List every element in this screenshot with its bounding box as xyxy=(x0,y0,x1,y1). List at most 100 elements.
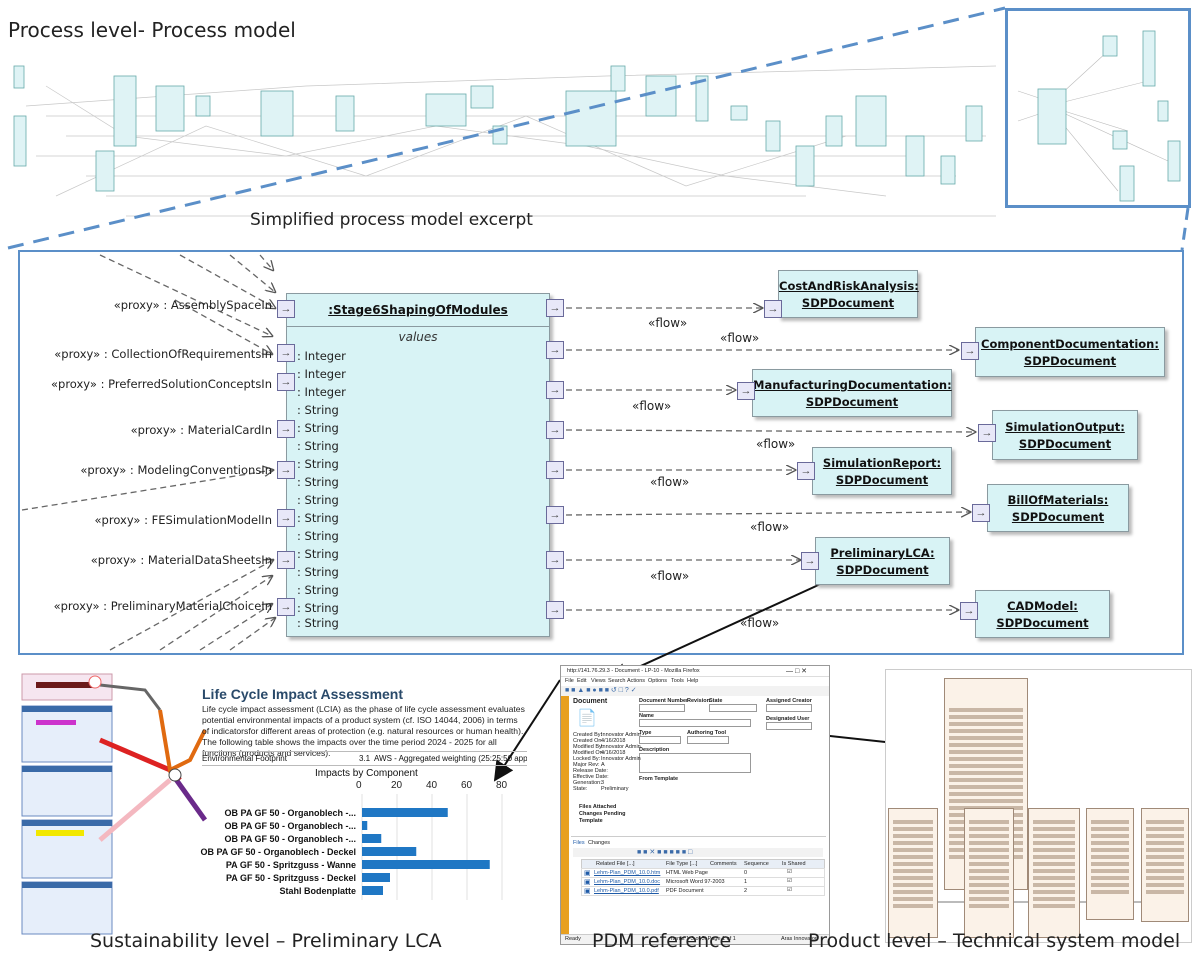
tab-files[interactable]: Files xyxy=(573,840,585,846)
menu-options[interactable]: Options xyxy=(648,678,667,684)
row-file[interactable]: Lehm-Plan_PDM_10.0.doc xyxy=(594,879,661,885)
bar[interactable] xyxy=(362,873,390,882)
chart-title: Impacts by Component xyxy=(315,768,418,779)
row-file[interactable]: Lehm-Plan_PDM_10.0.htm xyxy=(594,870,661,876)
document-name: ManufacturingDocumentation: xyxy=(753,378,952,392)
zoomed-excerpt-thumbnail xyxy=(1017,30,1181,202)
output-document[interactable]: PreliminaryLCA:SDPDocument xyxy=(815,537,950,585)
menu-actions[interactable]: Actions xyxy=(627,678,646,684)
check-template[interactable]: Template xyxy=(579,818,603,824)
assigned-creator-field[interactable] xyxy=(766,704,812,712)
shared-checkbox[interactable]: ☑ xyxy=(787,878,792,884)
x-tick-label: 40 xyxy=(426,780,438,791)
output-port[interactable]: → xyxy=(546,299,564,317)
document-number-field[interactable] xyxy=(639,704,685,712)
output-document[interactable]: SimulationReport:SDPDocument xyxy=(812,447,952,495)
col-header[interactable]: File Type [...] xyxy=(666,861,698,867)
authoring-tool-field[interactable] xyxy=(687,736,729,744)
output-document[interactable]: CADModel:SDPDocument xyxy=(975,590,1110,638)
flow-label: «flow» xyxy=(632,399,672,413)
check-files-attached[interactable]: Files Attached xyxy=(579,804,617,810)
proxy-label: «proxy» : AssemblySpaceIn xyxy=(113,298,272,312)
input-port[interactable]: → xyxy=(277,300,295,318)
input-port[interactable]: → xyxy=(277,598,295,616)
document-port[interactable]: → xyxy=(737,382,755,400)
meta-label: Locked By: xyxy=(573,756,601,762)
menu-search[interactable]: Search xyxy=(608,678,626,684)
tab-changes[interactable]: Changes xyxy=(588,840,611,846)
description-field[interactable] xyxy=(639,753,751,773)
input-port[interactable]: → xyxy=(277,461,295,479)
table-row[interactable]: ▣ Lehm-Plan_PDM_10.0.pdf PDF Document 2 … xyxy=(581,886,825,896)
designated-user-field[interactable] xyxy=(766,722,812,730)
type-field[interactable] xyxy=(639,736,681,744)
output-port[interactable]: → xyxy=(546,421,564,439)
output-port[interactable]: → xyxy=(546,381,564,399)
meta-value: Innovator Admin xyxy=(601,744,641,750)
document-name: BillOfMaterials: xyxy=(1007,493,1109,507)
document-port[interactable]: → xyxy=(764,300,782,318)
proxy-label: «proxy» : PreferredSolutionConceptsIn xyxy=(51,377,272,391)
values-compartment-label: values xyxy=(398,330,438,344)
output-document[interactable]: ComponentDocumentation:SDPDocument xyxy=(975,327,1165,377)
state-field[interactable] xyxy=(709,704,757,712)
menu-edit[interactable]: Edit xyxy=(577,678,587,684)
output-document[interactable]: SimulationOutput:SDPDocument xyxy=(992,410,1138,460)
category-label: OB PA GF 50 - Organoblech - Deckel xyxy=(200,847,356,857)
output-port[interactable]: → xyxy=(546,506,564,524)
document-port[interactable]: → xyxy=(961,342,979,360)
check-changes-pending[interactable]: Changes Pending xyxy=(579,811,626,817)
bar[interactable] xyxy=(362,834,382,843)
output-port[interactable]: → xyxy=(546,341,564,359)
shared-checkbox[interactable]: ☑ xyxy=(787,887,792,893)
menu-file[interactable]: File xyxy=(565,678,574,684)
bar[interactable] xyxy=(362,821,368,830)
output-port[interactable]: → xyxy=(546,551,564,569)
col-header[interactable]: Comments xyxy=(710,861,737,867)
row-file[interactable]: Lehm-Plan_PDM_10.0.pdf xyxy=(594,888,659,894)
document-port[interactable]: → xyxy=(801,552,819,570)
flow-label: «flow» xyxy=(650,569,690,583)
input-port[interactable]: → xyxy=(277,551,295,569)
value-type: : String xyxy=(297,493,339,507)
document-port[interactable]: → xyxy=(797,462,815,480)
files-toolbar-icons[interactable]: ■ ■ ✕ ■ ■ ■ ■ ■ □ xyxy=(637,849,693,856)
value-type: : String xyxy=(297,583,339,597)
category-label: Stahl Bodenplatte xyxy=(279,886,356,896)
window-controls-icon[interactable]: — □ ✕ xyxy=(786,668,807,675)
menu-help[interactable]: Help xyxy=(687,678,699,684)
bar[interactable] xyxy=(362,847,417,856)
stage6-block[interactable]: :Stage6ShapingOfModules values : Integer… xyxy=(286,293,550,637)
col-header[interactable]: Sequence xyxy=(744,861,769,867)
process-excerpt-frame xyxy=(18,250,1184,655)
toolbar-icons[interactable]: ■ ■ ▲ ■ ● ■ ■ ↺ □ ? ✓ xyxy=(565,687,637,694)
document-port[interactable]: → xyxy=(972,504,990,522)
output-port[interactable]: → xyxy=(546,461,564,479)
document-port[interactable]: → xyxy=(960,602,978,620)
file-icon: ▣ xyxy=(584,888,591,895)
x-tick-label: 60 xyxy=(461,780,473,791)
lca-table-row[interactable]: Environmental Footprint 3.1 AWS - Aggreg… xyxy=(202,751,527,766)
field-label: Name xyxy=(639,713,654,719)
output-document[interactable]: ManufacturingDocumentation:SDPDocument xyxy=(752,369,952,417)
pdm-window[interactable]: http://141.76.29.3 - Document - LP-10 - … xyxy=(560,665,830,945)
col-header[interactable]: Related File [...] xyxy=(596,861,635,867)
value-type: : String xyxy=(297,565,339,579)
col-header[interactable]: Is Shared xyxy=(782,861,806,867)
bar[interactable] xyxy=(362,886,383,895)
output-document[interactable]: BillOfMaterials:SDPDocument xyxy=(987,484,1129,532)
shared-checkbox[interactable]: ☑ xyxy=(787,869,792,875)
output-document[interactable]: CostAndRiskAnalysis:SDPDocument xyxy=(778,270,919,318)
input-port[interactable]: → xyxy=(277,420,295,438)
bar[interactable] xyxy=(362,860,490,869)
input-port[interactable]: → xyxy=(277,373,295,391)
menu-tools[interactable]: Tools xyxy=(671,678,684,684)
input-port[interactable]: → xyxy=(277,509,295,527)
bar[interactable] xyxy=(362,808,448,817)
input-port[interactable]: → xyxy=(277,344,295,362)
menu-views[interactable]: Views xyxy=(591,678,606,684)
name-field[interactable] xyxy=(639,719,751,727)
component-block xyxy=(964,808,1014,938)
output-port[interactable]: → xyxy=(546,601,564,619)
document-port[interactable]: → xyxy=(978,424,996,442)
